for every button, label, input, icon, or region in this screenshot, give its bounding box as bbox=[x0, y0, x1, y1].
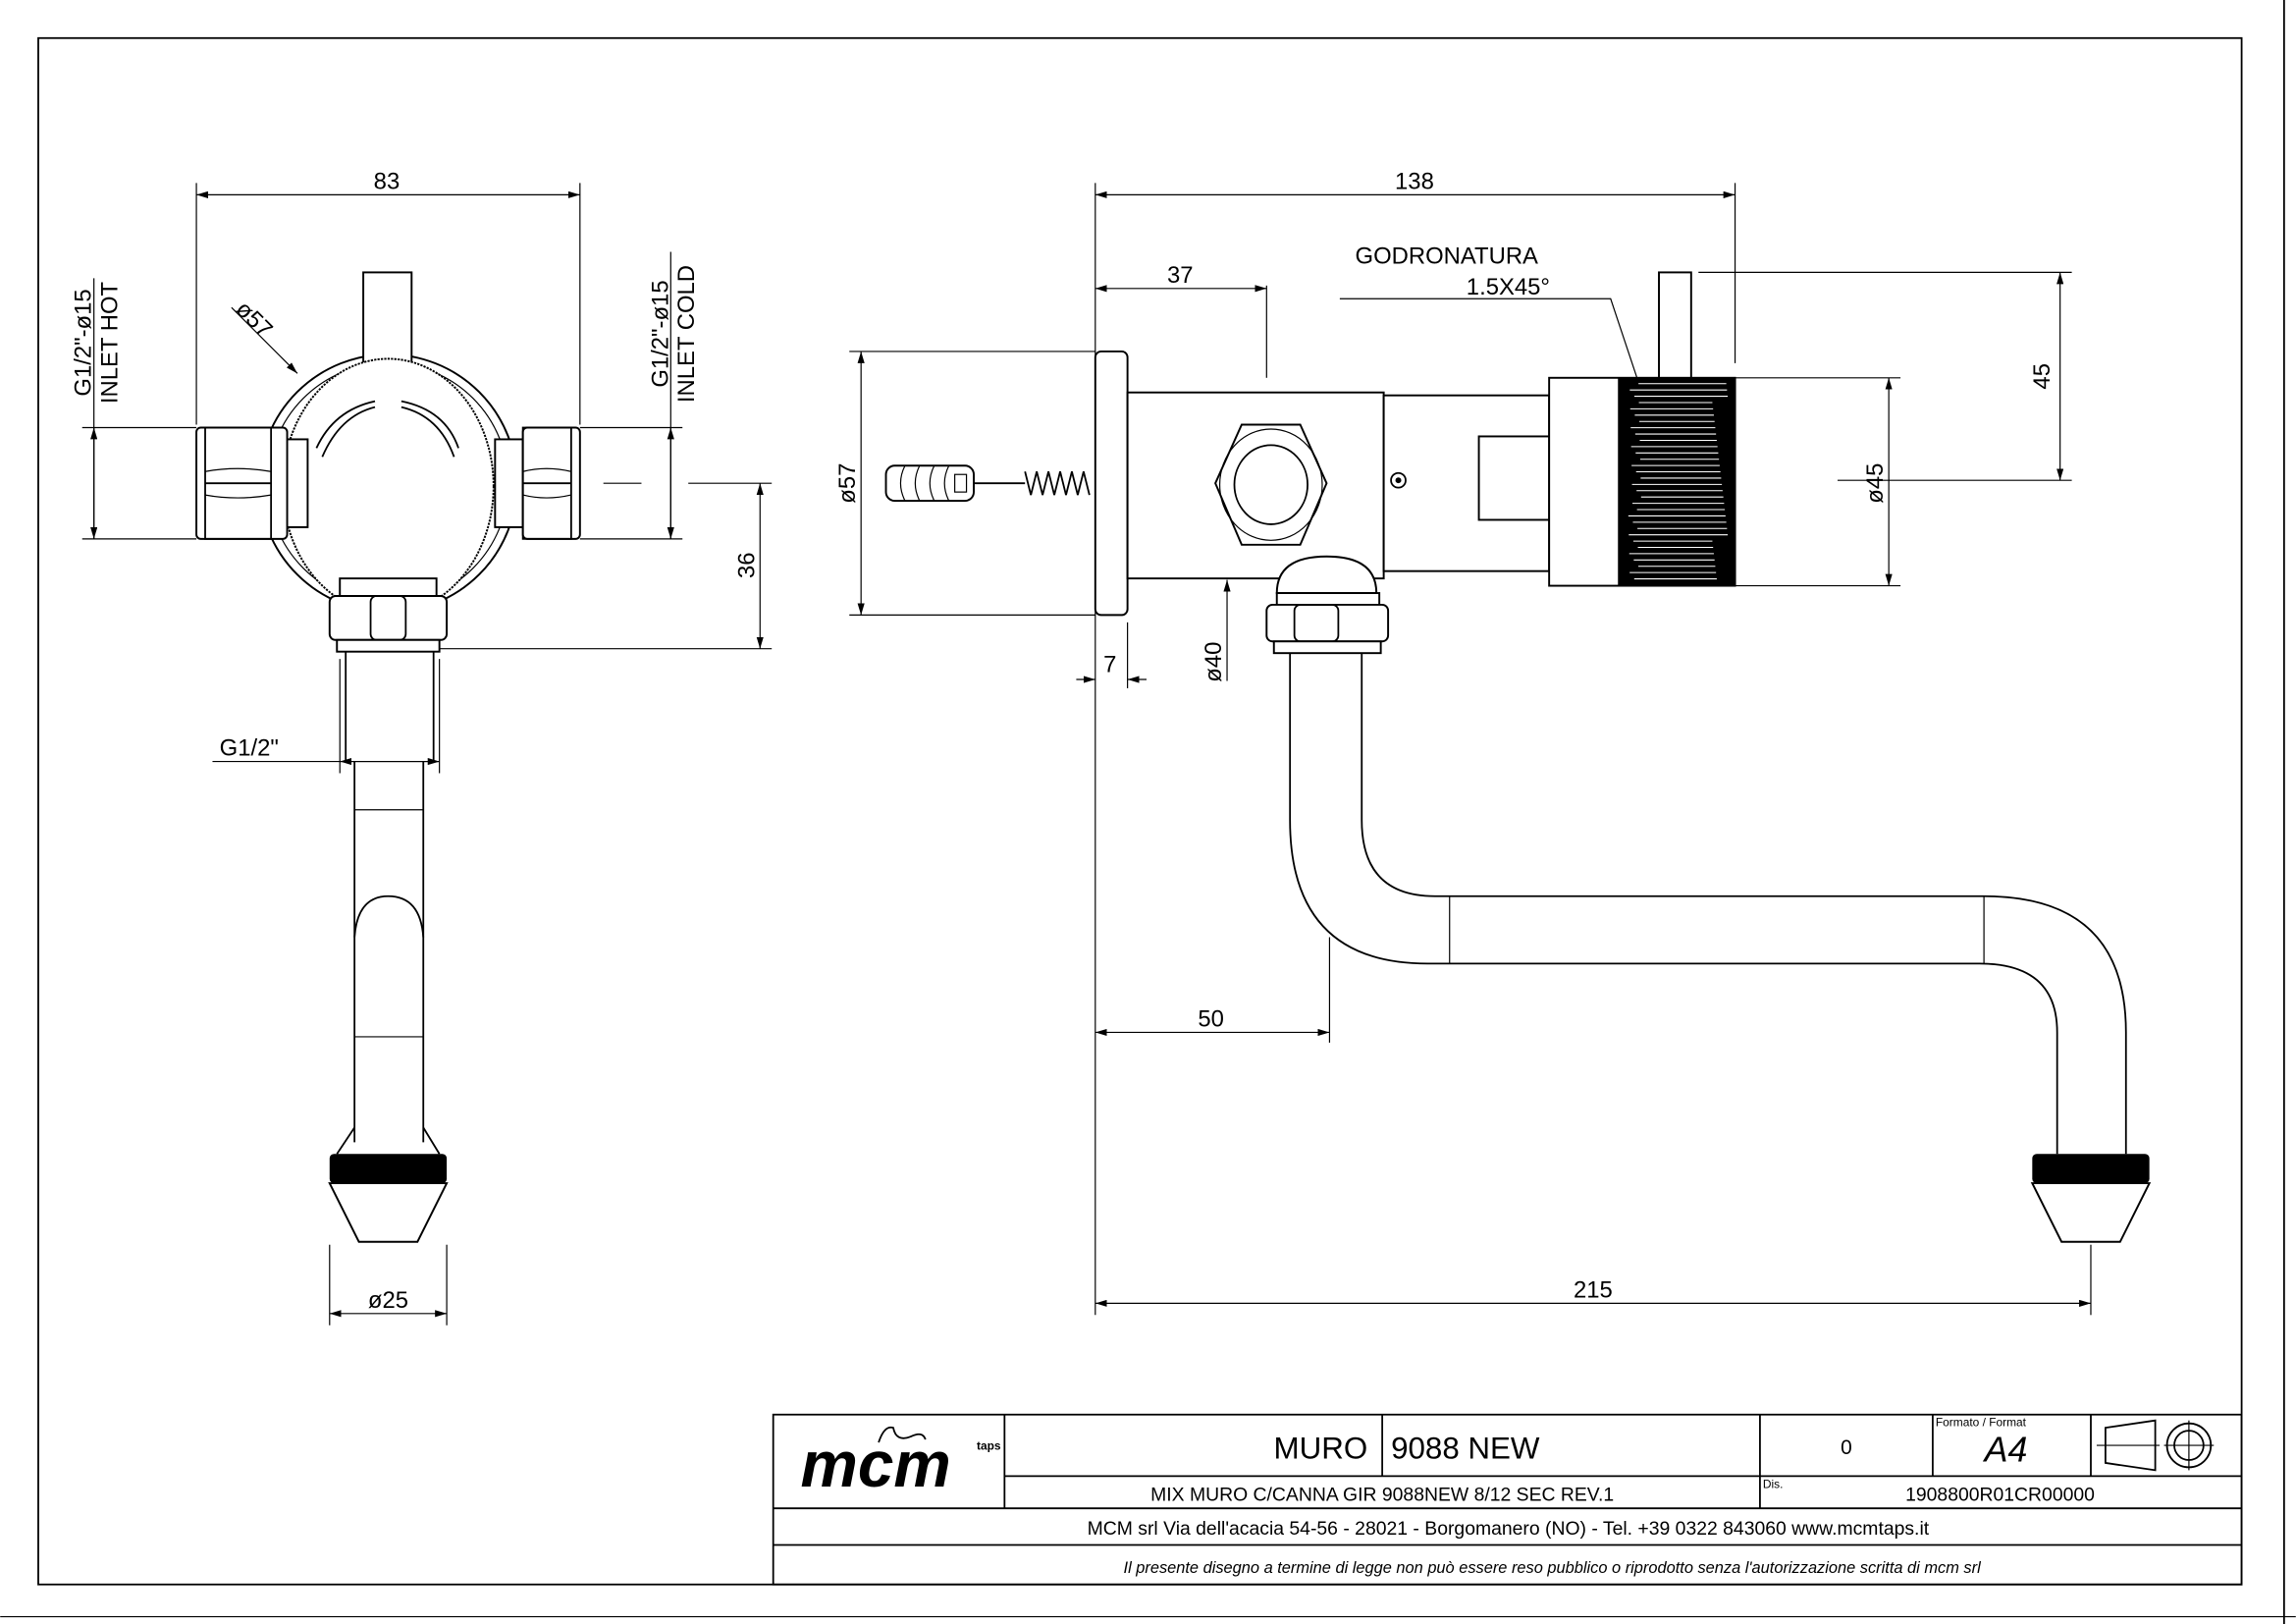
knurl-fill bbox=[1618, 377, 1735, 586]
lever-handle-side bbox=[1658, 271, 1692, 379]
knurled-band bbox=[1618, 377, 1735, 586]
dim-aerator-diameter: ø25 bbox=[368, 1287, 408, 1314]
dim-body-depth: 37 bbox=[1167, 262, 1194, 289]
dim-flange-thickness: 7 bbox=[1103, 652, 1116, 678]
inlet-hot-nut bbox=[195, 426, 289, 540]
title-block: mcm taps MURO 9088 NEW 0 Formato / Forma… bbox=[772, 1413, 2243, 1586]
front-view: 83 G1/2"-ø15 INLET bbox=[71, 168, 773, 1326]
dim-spout-reach: 215 bbox=[1574, 1276, 1613, 1303]
dim-outlet-offset: 36 bbox=[733, 552, 760, 578]
description: MIX MURO C/CANNA GIR 9088NEW 8/12 SEC RE… bbox=[1150, 1485, 1614, 1506]
drawing-label: Dis. bbox=[1763, 1477, 1784, 1490]
series-name: MURO bbox=[1274, 1431, 1368, 1465]
spout-front bbox=[336, 651, 441, 1155]
drawing-border bbox=[37, 36, 2243, 1586]
side-view: 138 37 GODRONATURA 1.5X45° bbox=[834, 168, 2152, 1316]
dim-plate-diameter: ø57 bbox=[231, 296, 278, 343]
mcm-logo: mcm taps bbox=[801, 1426, 1001, 1500]
svg-text:taps: taps bbox=[977, 1439, 1001, 1453]
drawing-number: 1908800R01CR00000 bbox=[1905, 1485, 2095, 1506]
wall-anchor bbox=[884, 464, 1091, 503]
company-address: MCM srl Via dell'acacia 54-56 - 28021 - … bbox=[1088, 1518, 1930, 1540]
revision: 0 bbox=[1841, 1436, 1852, 1459]
format-value: A4 bbox=[1983, 1430, 2028, 1469]
model-name: 9088 NEW bbox=[1391, 1431, 1540, 1465]
aerator-side bbox=[2030, 1154, 2152, 1243]
wall-flange bbox=[1094, 350, 1129, 617]
dim-spout-offset: 50 bbox=[1198, 1005, 1224, 1032]
dim-width: 83 bbox=[374, 168, 400, 194]
format-label: Formato / Format bbox=[1936, 1416, 2027, 1430]
swivel-spout bbox=[1289, 653, 2127, 1155]
dim-knob-diameter: ø45 bbox=[1862, 463, 1889, 504]
aerator-front bbox=[328, 1154, 449, 1243]
inlet-hot-size: G1/2"-ø15 bbox=[71, 289, 97, 396]
disclaimer: Il presente disegno a termine di legge n… bbox=[1124, 1559, 1983, 1577]
inlet-nut-side bbox=[1214, 423, 1328, 546]
inlet-hot-label: INLET HOT bbox=[97, 281, 124, 404]
dim-overall-depth: 138 bbox=[1395, 168, 1434, 194]
outlet-nut bbox=[328, 577, 449, 653]
dim-body-diameter: ø40 bbox=[1201, 642, 1227, 682]
outlet-nut-side bbox=[1265, 555, 1390, 655]
svg-text:mcm: mcm bbox=[801, 1429, 951, 1500]
projection-symbol-icon bbox=[2096, 1419, 2215, 1472]
inlet-cold-size: G1/2"-ø15 bbox=[647, 280, 673, 387]
dim-handle-height: 45 bbox=[2029, 363, 2056, 390]
knurl-note: GODRONATURA bbox=[1356, 243, 1539, 269]
inlet-cold-nut bbox=[521, 426, 581, 540]
knurled-knob bbox=[282, 357, 495, 615]
inlet-cold-label: INLET COLD bbox=[673, 265, 700, 403]
dim-flange-diameter: ø57 bbox=[834, 463, 861, 504]
dim-outlet-thread: G1/2" bbox=[220, 735, 279, 762]
knurl-spec: 1.5X45° bbox=[1467, 274, 1550, 300]
